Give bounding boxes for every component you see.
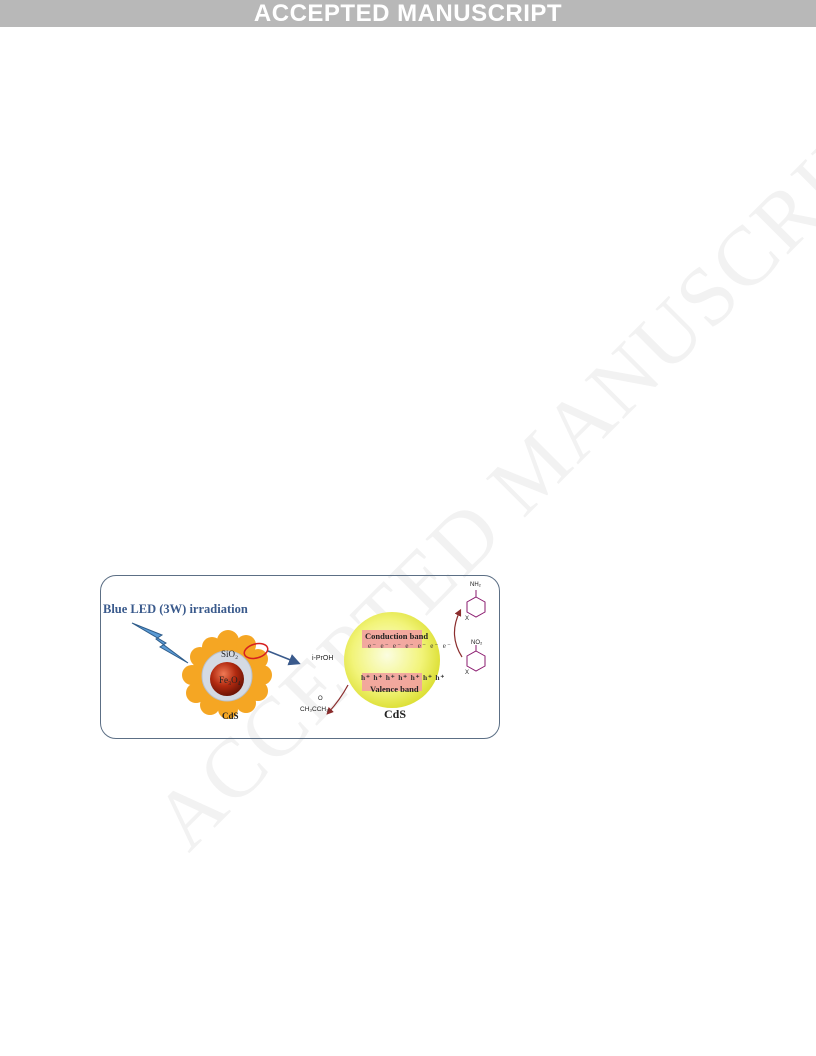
sio2-label: SiO₂ <box>221 649 239 659</box>
acetone-oxygen-label: O <box>318 696 323 702</box>
zoom-arrow <box>267 650 301 666</box>
zoom-highlight-ring <box>243 642 269 660</box>
aniline-molecule-icon <box>466 590 486 618</box>
accepted-manuscript-banner: ACCEPTED MANUSCRIPT <box>0 0 816 27</box>
nitro-group-label: NO₂ <box>471 640 483 646</box>
amine-group-label: NH₂ <box>470 582 481 588</box>
fe3o4-label: Fe₃O₄ <box>219 675 241 685</box>
fe3o4-core-icon <box>210 662 244 696</box>
reduction-arrow <box>453 608 463 658</box>
valence-band-label: Valence band <box>370 684 419 694</box>
electrons-label: e⁻ e⁻ e⁻ e⁻ e⁻ e⁻ e⁻ <box>368 642 453 650</box>
conduction-band <box>362 630 422 648</box>
graphical-abstract-frame <box>100 575 500 739</box>
cds-coating-label: CdS <box>222 711 239 721</box>
cds-sphere-label: CdS <box>384 707 407 721</box>
nitrobenzene-substituent-label: X <box>465 670 470 676</box>
aniline-substituent-label: X <box>465 616 470 622</box>
banner-text: ACCEPTED MANUSCRIPT <box>253 0 563 27</box>
lightning-bolt-icon <box>131 622 189 664</box>
valence-band <box>362 673 422 691</box>
isopropanol-label: i-PrOH <box>312 655 334 662</box>
oxidation-arrow <box>326 684 349 715</box>
conduction-band-label: Conduction band <box>365 631 429 641</box>
graphical-abstract-figure <box>131 590 486 719</box>
nitrobenzene-molecule-icon <box>466 645 486 672</box>
acetone-label: CH₃CCH₃ <box>300 706 329 713</box>
irradiation-label: Blue LED (3W) irradiation <box>103 602 248 616</box>
holes-label: h⁺ h⁺ h⁺ h⁺ h⁺ h⁺ h⁺ <box>361 673 446 682</box>
accepted-manuscript-watermark: ACCEPTED MANUSCRIPT <box>136 69 816 868</box>
